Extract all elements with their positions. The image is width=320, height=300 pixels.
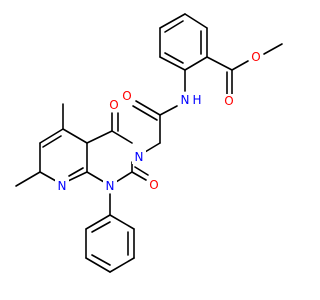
bond (68, 167, 84, 177)
bond (184, 56, 208, 71)
bond (132, 105, 158, 121)
atom-label: O (109, 98, 118, 112)
bond (184, 13, 208, 29)
atom-o-ester-ether: O (249, 50, 263, 64)
atom-n1: N (103, 179, 117, 193)
atom-o-ester-carbonyl: O (222, 94, 236, 108)
bond (86, 171, 105, 183)
atom-o-urea: O (147, 178, 161, 192)
bond (85, 214, 111, 230)
bond (231, 60, 249, 71)
bond (15, 171, 41, 187)
bond (263, 43, 283, 55)
bond (159, 13, 186, 29)
bond (164, 52, 184, 64)
bond (206, 56, 233, 71)
atom-label: N (58, 179, 67, 193)
bond (86, 130, 113, 144)
atom-label: N (181, 93, 190, 107)
atom-label: N (135, 150, 144, 164)
bond-lines (15, 13, 283, 273)
bond (39, 171, 57, 182)
bond (144, 142, 161, 153)
atom-n-pyridine: N (55, 179, 69, 193)
atom-o-amide: O (120, 89, 134, 103)
atom-n-amide: N (178, 93, 192, 107)
atom-o-ketone: O (107, 98, 121, 112)
bond (62, 128, 88, 144)
bond (159, 56, 186, 71)
bond (115, 171, 133, 183)
atom-labels: O O O O O N H N (55, 50, 263, 193)
bond (39, 128, 64, 144)
atom-label: O (251, 50, 260, 64)
atom-label: N (106, 179, 115, 193)
bond (131, 171, 147, 181)
bond (109, 257, 135, 273)
atom-n3: N (132, 150, 146, 164)
bond (159, 105, 178, 116)
bond (134, 166, 149, 176)
molecule-structure: O O O O O N H N (15, 13, 283, 273)
bond (164, 20, 184, 33)
bond (135, 100, 161, 116)
atom-label: O (224, 94, 233, 108)
bond (85, 257, 111, 273)
bond (91, 221, 111, 233)
atom-label: O (122, 89, 131, 103)
bond (109, 214, 135, 230)
bond (67, 171, 88, 182)
atom-label: H (192, 93, 201, 107)
bond (91, 254, 111, 266)
bond (42, 135, 62, 148)
bond (111, 130, 133, 144)
atom-h-amide: H (191, 93, 204, 107)
atom-label: O (149, 178, 158, 192)
